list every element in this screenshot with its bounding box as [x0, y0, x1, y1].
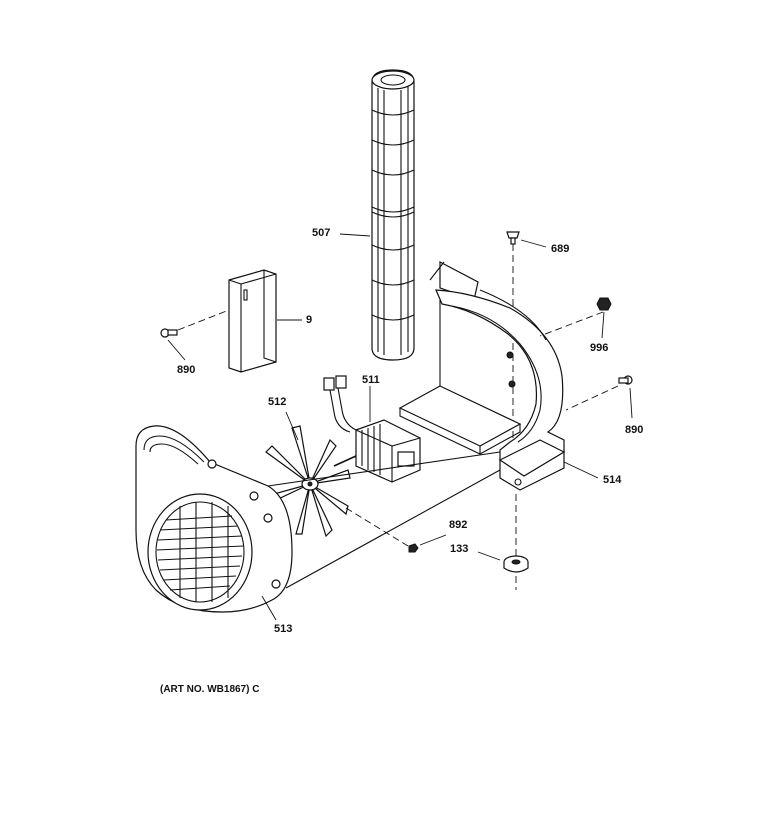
nut-icon-892	[408, 543, 419, 553]
label-892: 892	[449, 519, 468, 531]
label-890-left: 890	[177, 364, 196, 376]
motor-bracket-icon	[398, 261, 566, 491]
screw-icon-890-right	[618, 375, 633, 385]
label-514: 514	[603, 474, 622, 486]
label-996: 996	[590, 342, 609, 354]
label-512: 512	[268, 396, 287, 408]
nut-icon-996	[596, 297, 612, 311]
screw-icon-689	[506, 231, 520, 245]
label-513: 513	[274, 623, 293, 635]
art-number: (ART NO. WB1867) C	[160, 684, 260, 695]
label-9: 9	[306, 314, 313, 326]
blower-housing-icon	[135, 425, 293, 613]
bracket-plate-icon	[228, 269, 277, 373]
screw-icon-890-left	[160, 328, 178, 338]
blower-wheel-icon	[371, 69, 415, 361]
label-890-right: 890	[625, 424, 644, 436]
label-511: 511	[362, 374, 380, 386]
fan-blade-icon	[265, 425, 351, 538]
label-689: 689	[551, 243, 570, 255]
grommet-icon	[503, 555, 529, 573]
label-133: 133	[450, 543, 469, 555]
label-507: 507	[312, 227, 331, 239]
